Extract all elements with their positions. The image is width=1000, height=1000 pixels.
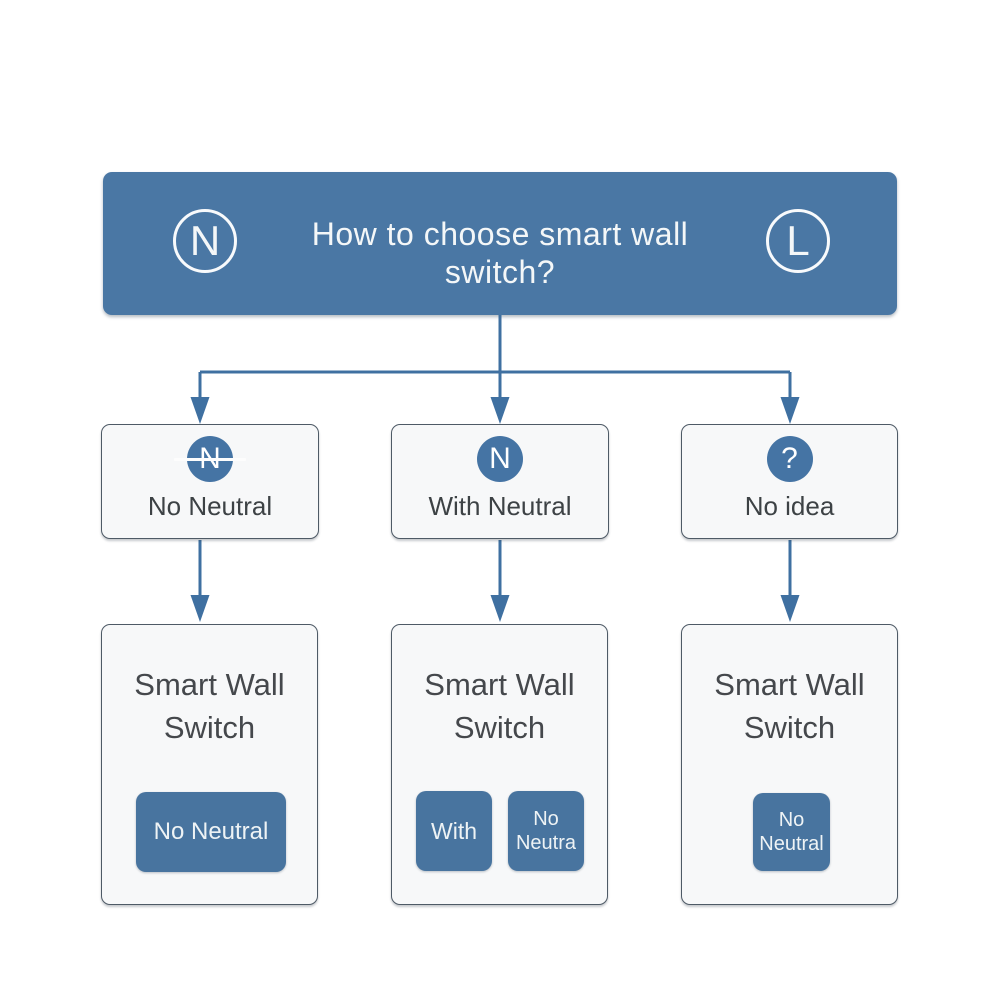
badge-no-neutral-small: No Neutral bbox=[753, 793, 830, 871]
diagram-title-line2: switch? bbox=[444, 254, 556, 290]
option-label-no-neutral: No Neutral bbox=[147, 491, 273, 521]
badge-text-line1: No bbox=[533, 808, 559, 830]
option-node-with-neutral: N With Neutral bbox=[391, 424, 609, 539]
result-title: Smart Wall Switch bbox=[682, 663, 897, 749]
option-label-with-neutral: With Neutral bbox=[428, 491, 572, 521]
neutral-wire-icon: N bbox=[173, 209, 237, 273]
option-node-no-neutral: N No Neutral bbox=[101, 424, 319, 539]
diagram-title-line1: How to choose smart wall bbox=[311, 216, 689, 252]
with-neutral-icon: N bbox=[477, 436, 523, 482]
result-title-line1: Smart Wall bbox=[424, 667, 575, 702]
arrowhead-center-top bbox=[490, 397, 510, 424]
result-node-with-neutral: Smart Wall Switch With No Neutra bbox=[391, 624, 608, 905]
badge-no-neutra: No Neutra bbox=[508, 791, 584, 871]
question-icon: ? bbox=[766, 436, 813, 482]
arrowhead-center-bottom bbox=[490, 595, 510, 622]
option-node-no-idea: ? No idea bbox=[681, 424, 898, 539]
no-neutral-icon: N bbox=[174, 436, 246, 482]
live-wire-letter: L bbox=[786, 217, 810, 264]
result-title-line1: Smart Wall bbox=[134, 667, 285, 702]
badge-text-line2: Neutra bbox=[515, 832, 577, 854]
arrowhead-left-bottom bbox=[190, 595, 210, 622]
result-title: Smart Wall Switch bbox=[102, 663, 317, 749]
with-neutral-icon-letter: N bbox=[489, 442, 511, 475]
result-title-line2: Switch bbox=[163, 710, 256, 745]
result-title: Smart Wall Switch bbox=[392, 663, 607, 749]
result-node-no-idea: Smart Wall Switch No Neutral bbox=[681, 624, 898, 905]
live-wire-icon: L bbox=[766, 209, 830, 273]
option-label-no-idea: No idea bbox=[744, 491, 835, 521]
arrowhead-right-top bbox=[780, 397, 800, 424]
result-node-no-neutral: Smart Wall Switch No Neutral bbox=[101, 624, 318, 905]
result-title-line2: Switch bbox=[453, 710, 546, 745]
badge-no-neutral: No Neutral bbox=[136, 792, 286, 872]
result-title-line2: Switch bbox=[743, 710, 836, 745]
diagram-title: How to choose smart wall switch? bbox=[150, 215, 850, 291]
badge-text-line2: Neutral bbox=[759, 833, 824, 855]
arrowhead-left-top bbox=[190, 397, 210, 424]
badge-text: With bbox=[431, 817, 477, 844]
no-neutral-icon-strike bbox=[174, 457, 246, 461]
question-icon-glyph: ? bbox=[781, 442, 798, 475]
neutral-wire-letter: N bbox=[189, 217, 221, 264]
badge-with: With bbox=[416, 791, 492, 871]
arrowhead-right-bottom bbox=[780, 595, 800, 622]
badge-text-line1: No bbox=[778, 809, 805, 831]
result-title-line1: Smart Wall bbox=[714, 667, 865, 702]
badge-text: No Neutral bbox=[153, 818, 269, 845]
